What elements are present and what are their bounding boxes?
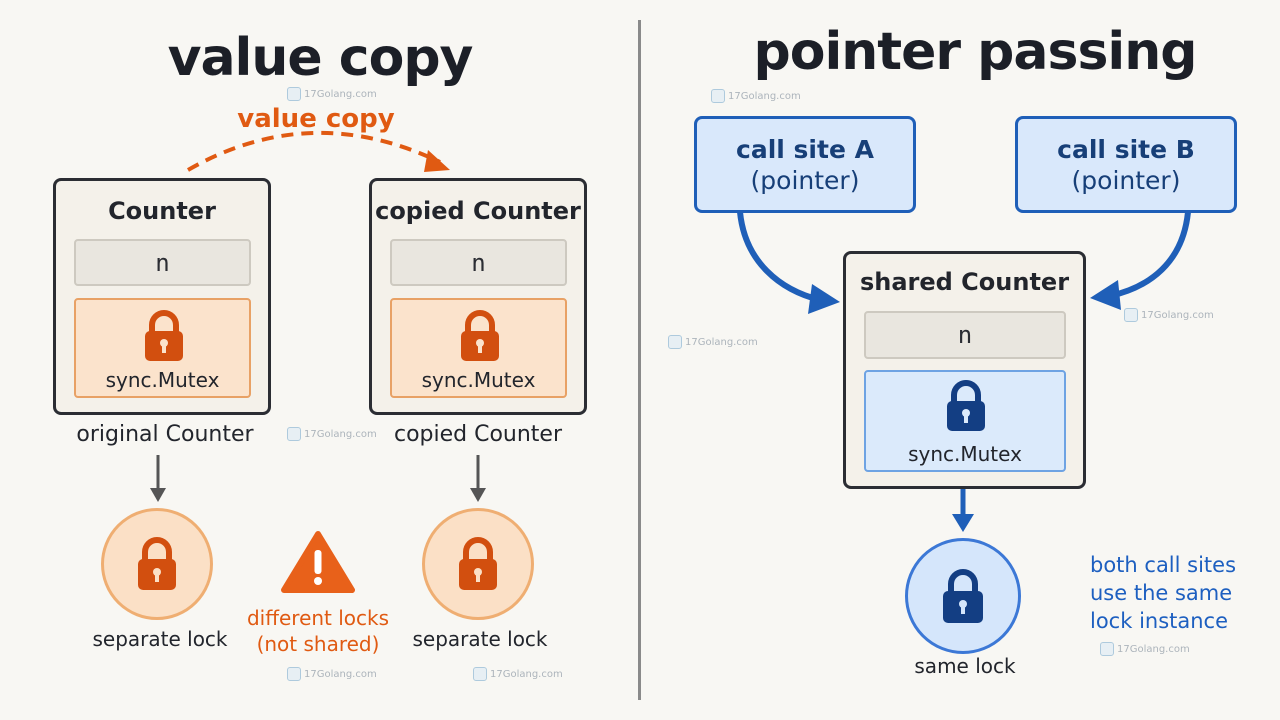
down-arrow-left-icon xyxy=(150,455,166,502)
note-line-1: both call sites xyxy=(1090,553,1237,577)
original-counter-box: Counter n sync.Mutex xyxy=(53,178,271,415)
original-counter-mutex-label: sync.Mutex xyxy=(105,368,220,392)
separate-lock-left-circle xyxy=(101,508,213,620)
watermark: 17Golang.com xyxy=(287,87,377,101)
original-counter-mutex: sync.Mutex xyxy=(74,298,251,398)
warning-label-line1: different locks xyxy=(246,606,390,630)
value-copy-title: value copy xyxy=(167,28,474,88)
separate-lock-left-label: separate lock xyxy=(92,627,228,651)
pointer-arrow-b-icon xyxy=(1090,211,1191,310)
shared-lock-note: both call sites use the same lock instan… xyxy=(1090,551,1260,635)
padlock-icon xyxy=(947,380,985,431)
copied-counter-box: copied Counter n sync.Mutex xyxy=(369,178,587,415)
value-copy-arrowhead xyxy=(424,150,450,172)
shared-counter-field-n: n xyxy=(864,311,1066,359)
watermark: 17Golang.com xyxy=(473,667,563,681)
watermark: 17Golang.com xyxy=(711,89,801,103)
call-site-b-box: call site B (pointer) xyxy=(1015,116,1237,213)
shared-counter-mutex-label: sync.Mutex xyxy=(908,442,1022,466)
shared-counter-mutex: sync.Mutex xyxy=(864,370,1066,472)
watermark-icon xyxy=(287,427,301,441)
original-counter-title: Counter xyxy=(108,197,216,225)
same-lock-label: same lock xyxy=(914,654,1016,678)
padlock-icon xyxy=(943,569,983,623)
separate-lock-right-label: separate lock xyxy=(412,627,548,651)
pointer-arrow-a-icon xyxy=(737,211,840,314)
note-line-2: use the same xyxy=(1090,581,1233,605)
shared-counter-box: shared Counter n sync.Mutex xyxy=(843,251,1086,489)
watermark: 17Golang.com xyxy=(287,427,377,441)
call-site-a-sub: (pointer) xyxy=(750,165,860,195)
call-site-b-sub: (pointer) xyxy=(1071,165,1181,195)
down-arrow-right-icon xyxy=(470,455,486,502)
watermark: 17Golang.com xyxy=(668,335,758,349)
watermark-icon xyxy=(711,89,725,103)
shared-counter-title: shared Counter xyxy=(859,268,1070,296)
watermark-icon xyxy=(668,335,682,349)
watermark-icon xyxy=(287,667,301,681)
pointer-passing-title: pointer passing xyxy=(753,22,1198,82)
warning-label-line2: (not shared) xyxy=(256,632,380,656)
note-line-3: lock instance xyxy=(1090,609,1229,633)
watermark-icon xyxy=(473,667,487,681)
padlock-icon xyxy=(145,310,183,361)
copied-counter-field-n: n xyxy=(390,239,567,286)
copied-counter-caption: copied Counter xyxy=(393,422,563,447)
watermark-icon xyxy=(1100,642,1114,656)
watermark: 17Golang.com xyxy=(287,667,377,681)
watermark-icon xyxy=(287,87,301,101)
call-site-a-label: call site A xyxy=(736,134,874,164)
watermark: 17Golang.com xyxy=(1124,308,1214,322)
same-lock-circle xyxy=(905,538,1021,654)
copied-counter-mutex: sync.Mutex xyxy=(390,298,567,398)
watermark-icon xyxy=(1124,308,1138,322)
value-copy-arrow-icon xyxy=(187,130,441,172)
call-site-a-box: call site A (pointer) xyxy=(694,116,916,213)
warning-icon xyxy=(281,531,355,593)
original-counter-field-n: n xyxy=(74,239,251,286)
value-copy-arrow-label: value copy xyxy=(237,104,395,134)
copied-counter-title: copied Counter xyxy=(375,197,581,225)
separate-lock-right-circle xyxy=(422,508,534,620)
padlock-icon xyxy=(461,310,499,361)
padlock-icon xyxy=(138,537,176,590)
original-counter-caption: original Counter xyxy=(76,422,254,447)
center-divider xyxy=(638,20,641,700)
down-arrow-shared-icon xyxy=(952,488,974,532)
call-site-b-label: call site B xyxy=(1057,134,1195,164)
watermark: 17Golang.com xyxy=(1100,642,1190,656)
copied-counter-mutex-label: sync.Mutex xyxy=(421,368,536,392)
padlock-icon xyxy=(459,537,497,590)
